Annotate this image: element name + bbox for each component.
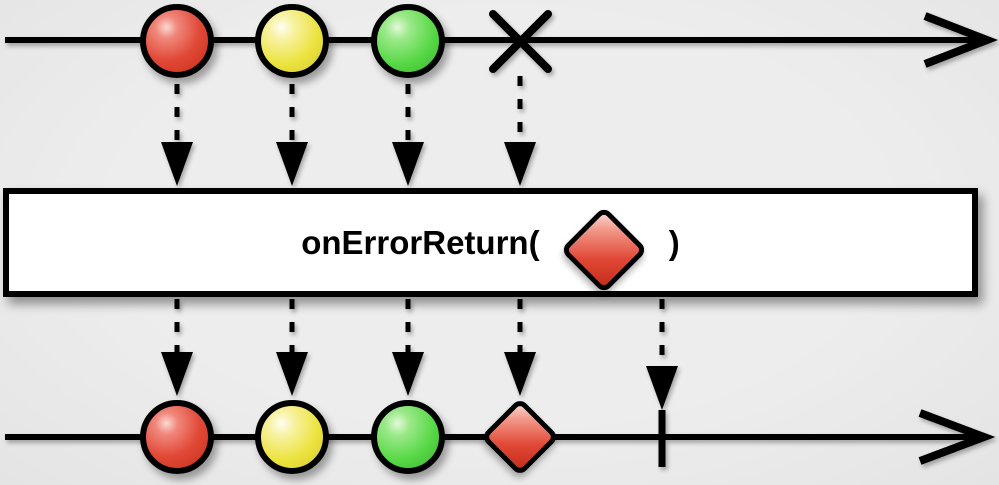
- error-x-icon: [489, 10, 552, 73]
- output-marble-green: [371, 400, 445, 474]
- operator-box: onErrorReturn( ): [3, 188, 978, 297]
- dashed-arrow-output-2: [276, 299, 308, 396]
- input-marble-green: [371, 4, 445, 78]
- dashed-arrow-output-3: [392, 299, 424, 396]
- input-timeline-arrow-icon: [923, 12, 999, 68]
- operator-argument: [559, 205, 648, 294]
- output-connectors: [161, 299, 678, 410]
- input-marble-red: [140, 4, 214, 78]
- output-marble-red: [140, 400, 214, 474]
- dashed-arrow-output-1: [161, 299, 193, 396]
- red-diamond-icon: [559, 205, 648, 294]
- dashed-arrow-input-1: [161, 84, 193, 186]
- dashed-arrow-input-2: [276, 84, 308, 186]
- dashed-arrow-output-5: [646, 299, 678, 410]
- input-marble-yellow: [255, 4, 329, 78]
- input-connectors: [161, 76, 536, 186]
- output-marble-yellow: [255, 400, 329, 474]
- operator-label-after: ): [659, 223, 680, 261]
- dashed-arrow-input-4: [504, 76, 536, 186]
- operator-label-before: onErrorReturn(: [301, 223, 540, 261]
- dashed-arrow-output-4: [504, 299, 536, 396]
- output-timeline-arrow-icon: [918, 409, 996, 465]
- dashed-arrow-input-3: [392, 84, 424, 186]
